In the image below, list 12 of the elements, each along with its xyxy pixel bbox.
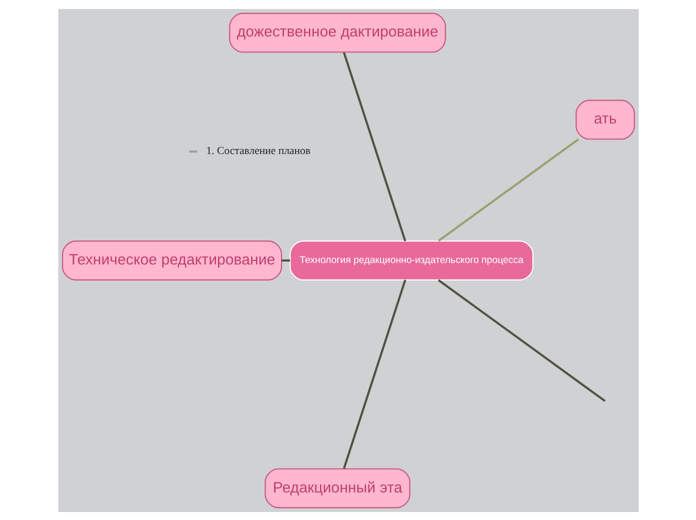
node-box: Редакционный эта	[264, 468, 410, 508]
node-box: Техническое редактирование	[62, 240, 282, 280]
connector	[188, 150, 197, 152]
node-box: дожественное дактирование	[228, 12, 446, 52]
node-box: Технология редакционно-издательского процесса	[289, 240, 533, 280]
node-text: 1. Составление планов	[206, 144, 310, 157]
connector	[342, 279, 406, 468]
node-box: ать	[575, 99, 634, 140]
connector	[437, 138, 578, 242]
connector	[281, 258, 290, 262]
connector	[342, 52, 406, 241]
connector	[437, 278, 606, 402]
